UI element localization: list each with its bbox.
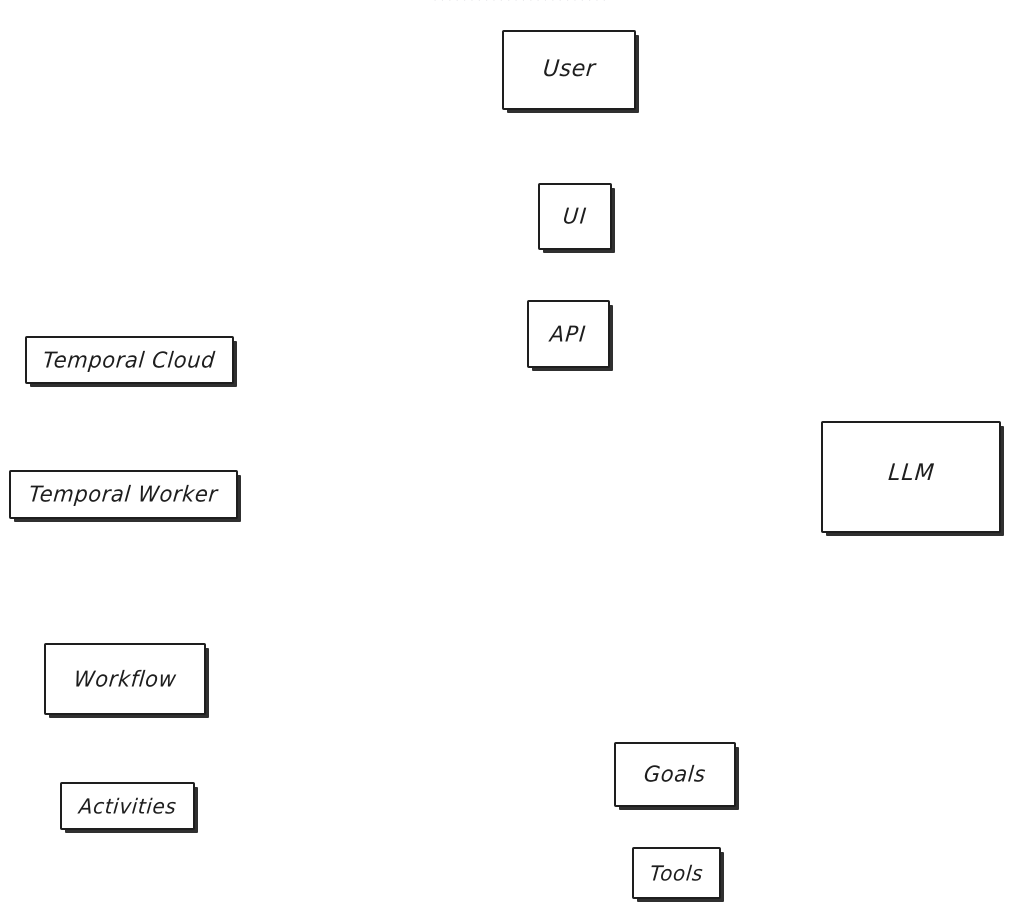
node-tools-label: Tools <box>648 860 705 886</box>
node-llm-label: LLM <box>886 460 936 487</box>
canvas-watermark: · · · · · · · · · · · · · · · · · · · · … <box>433 0 607 7</box>
node-tools[interactable]: Tools <box>632 847 721 899</box>
node-user-label: User <box>541 56 597 83</box>
node-goals-label: Goals <box>643 761 708 787</box>
node-temporal-cloud[interactable]: Temporal Cloud <box>25 336 234 384</box>
node-api-label: API <box>549 321 588 346</box>
node-temporal-worker-label: Temporal Worker <box>28 481 220 507</box>
node-user[interactable]: User <box>502 30 636 110</box>
node-workflow[interactable]: Workflow <box>44 643 206 715</box>
node-workflow-label: Workflow <box>72 666 178 691</box>
node-temporal-worker[interactable]: Temporal Worker <box>9 470 238 519</box>
node-llm[interactable]: LLM <box>821 421 1001 533</box>
node-activities[interactable]: Activities <box>60 782 195 830</box>
node-ui[interactable]: UI <box>538 183 612 250</box>
node-temporal-cloud-label: Temporal Cloud <box>42 347 217 372</box>
node-ui-label: UI <box>561 203 589 229</box>
node-activities-label: Activities <box>77 793 178 819</box>
node-api[interactable]: API <box>527 300 610 368</box>
node-goals[interactable]: Goals <box>614 742 736 807</box>
